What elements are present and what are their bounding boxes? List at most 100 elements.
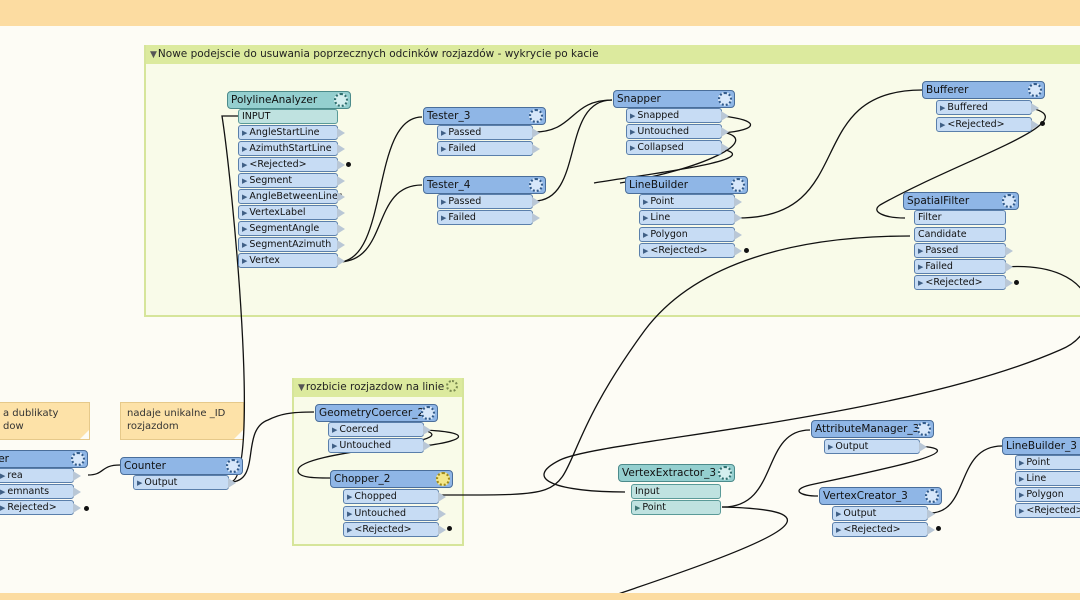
transformer-header[interactable]: ver [0,450,88,468]
output-connector-icon[interactable] [423,441,431,451]
output-connector-icon[interactable] [734,213,742,223]
output-connector-icon[interactable] [532,128,540,138]
output-port[interactable]: ▶AngleStartLine [238,125,345,140]
output-connector-icon[interactable] [438,525,446,535]
output-port[interactable]: ▶Segment [238,173,345,188]
output-connector-icon[interactable] [1031,103,1039,113]
output-port[interactable]: ▶SegmentAngle [238,221,345,236]
gear-icon[interactable] [731,178,745,192]
output-port[interactable]: ▶Untouched [343,506,446,521]
bookmark-header[interactable]: ▼Nowe podejscie do usuwania poprzecznych… [146,45,1080,64]
output-connector-icon[interactable] [1005,278,1013,288]
output-connector-icon[interactable] [1005,246,1013,256]
gear-icon[interactable] [529,109,543,123]
transformer-header[interactable]: PolylineAnalyzer [227,91,351,109]
output-connector-icon[interactable] [721,111,729,121]
transformer-header[interactable]: Bufferer [922,81,1045,99]
output-port[interactable]: ▶Snapped [626,108,729,123]
output-connector-icon[interactable] [532,197,540,207]
output-port[interactable]: ▶Untouched [626,124,729,139]
transformer-header[interactable]: VertexExtractor_3 [618,464,735,482]
output-connector-icon[interactable] [228,478,236,488]
output-connector-icon[interactable] [734,230,742,240]
output-port[interactable]: ▶<Rejected> [343,522,446,537]
collapse-triangle-icon[interactable]: ▼ [298,383,305,393]
output-port[interactable]: ▶Line [1015,471,1080,486]
output-port[interactable]: ▶<Rejected> [936,117,1039,132]
output-connector-icon[interactable] [337,192,345,202]
output-port[interactable]: ▶emnants [0,484,81,499]
output-port[interactable]: ▶Line [639,210,742,225]
warning-gear-icon[interactable] [436,472,450,486]
output-port[interactable]: ▶Output [133,475,236,490]
transformer-header[interactable]: VertexCreator_3 [819,487,942,505]
output-port[interactable]: ▶rea [0,468,81,483]
output-port[interactable]: ▶Point [631,500,721,515]
output-connector-icon[interactable] [73,471,81,481]
output-connector-icon[interactable] [337,144,345,154]
output-connector-icon[interactable] [721,127,729,137]
output-connector-icon[interactable] [927,509,935,519]
input-port[interactable]: Input [631,484,721,499]
gear-icon[interactable] [334,93,348,107]
output-port[interactable]: ▶Chopped [343,489,446,504]
gear-icon[interactable] [718,466,732,480]
output-port[interactable]: ▶Output [824,439,927,454]
output-port[interactable]: ▶<Rejected> [832,522,935,537]
output-connector-icon[interactable] [423,425,431,435]
output-port[interactable]: ▶Vertex [238,253,345,268]
output-connector-icon[interactable] [532,144,540,154]
output-connector-icon[interactable] [721,143,729,153]
gear-icon[interactable] [1002,194,1016,208]
annotation-note[interactable]: nadaje unikalne _ID rozjazdom [120,402,244,440]
transformer-header[interactable]: LineBuilder_3 [1002,437,1080,455]
gear-icon[interactable] [718,92,732,106]
output-connector-icon[interactable] [337,256,345,266]
input-port[interactable]: Candidate [914,227,1006,242]
gear-icon[interactable] [226,459,240,473]
output-connector-icon[interactable] [337,240,345,250]
output-port[interactable]: ▶Output [832,506,935,521]
output-connector-icon[interactable] [532,213,540,223]
output-connector-icon[interactable] [73,487,81,497]
output-port[interactable]: ▶Untouched [328,438,431,453]
gear-icon[interactable] [71,452,85,466]
output-connector-icon[interactable] [438,509,446,519]
bookmark-header[interactable]: ▼rozbicie rozjazdow na linie [294,378,462,397]
gear-icon[interactable] [446,380,458,392]
output-connector-icon[interactable] [337,160,345,170]
output-port[interactable]: ▶<Rejected> [238,157,345,172]
output-connector-icon[interactable] [337,224,345,234]
output-connector-icon[interactable] [734,246,742,256]
output-port[interactable]: ▶Passed [437,194,540,209]
input-port[interactable]: INPUT [238,109,338,124]
output-port[interactable]: ▶Point [639,194,742,209]
transformer-header[interactable]: Chopper_2 [330,470,453,488]
output-port[interactable]: ▶Point [1015,455,1080,470]
gear-icon[interactable] [421,406,435,420]
output-connector-icon[interactable] [1031,120,1039,130]
transformer-header[interactable]: SpatialFilter [903,192,1019,210]
gear-icon[interactable] [925,489,939,503]
transformer-header[interactable]: Counter [120,457,243,475]
output-connector-icon[interactable] [337,208,345,218]
output-port[interactable]: ▶AngleBetweenLines [238,189,345,204]
transformer-header[interactable]: Snapper [613,90,735,108]
output-port[interactable]: ▶Passed [914,243,1013,258]
output-port[interactable]: ▶Collapsed [626,140,729,155]
transformer-header[interactable]: Tester_4 [423,176,546,194]
output-port[interactable]: ▶VertexLabel [238,205,345,220]
output-port[interactable]: ▶Buffered [936,100,1039,115]
output-port[interactable]: ▶<Rejected> [639,243,742,258]
gear-icon[interactable] [1028,83,1042,97]
transformer-header[interactable]: LineBuilder [625,176,748,194]
output-connector-icon[interactable] [919,442,927,452]
output-port[interactable]: ▶Coerced [328,422,431,437]
output-port[interactable]: ▶Rejected> [0,500,81,515]
output-port[interactable]: ▶<Rejected> [914,275,1013,290]
output-port[interactable]: ▶SegmentAzimuth [238,237,345,252]
output-connector-icon[interactable] [73,503,81,513]
transformer-header[interactable]: GeometryCoercer_2 [315,404,438,422]
gear-icon[interactable] [529,178,543,192]
